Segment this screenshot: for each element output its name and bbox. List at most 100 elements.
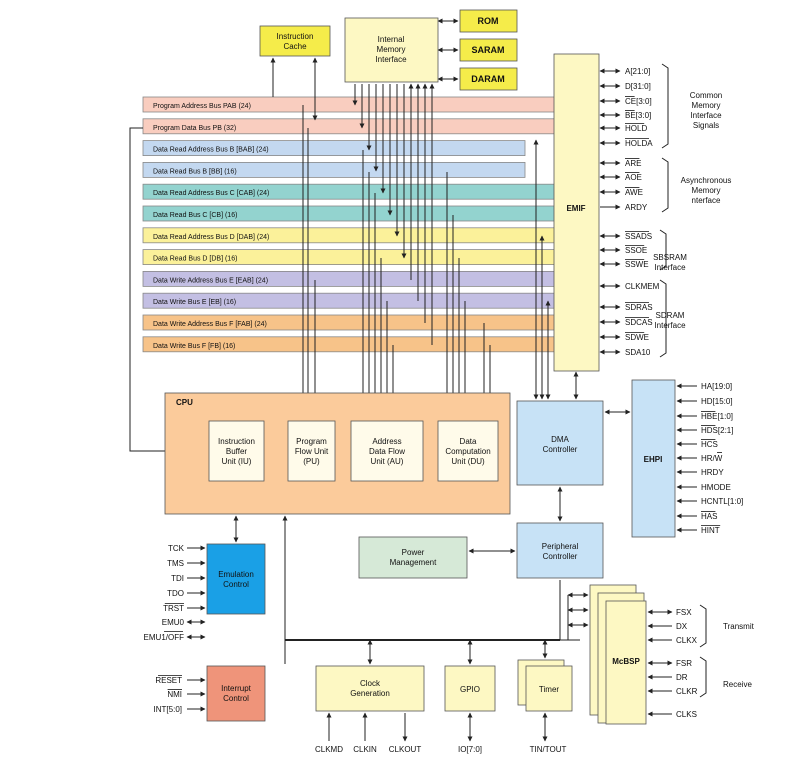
cpu-unit-label-3: Computation [445, 447, 490, 456]
ehpi-signal-5: HR/W [701, 454, 723, 463]
rom-box [459, 9, 518, 33]
cpu-unit-label-2: Data Flow [369, 447, 405, 456]
emif-signal-17: SDA10 [625, 348, 651, 357]
mcbsp-tx-0: FSX [676, 608, 692, 617]
emulation-control-label: Emulation [218, 570, 254, 579]
emif-signal-13: CLKMEM [625, 282, 660, 291]
dma-label: Controller [543, 445, 578, 454]
bus-label-10: Data Write Address Bus F [FAB] (24) [153, 321, 267, 328]
instruction-cache-label: Cache [283, 42, 307, 51]
power-management-label: Power [402, 548, 425, 557]
bus-label-3: Data Read Bus B [BB] (16) [153, 168, 237, 175]
ehpi-signal-10: HINT [701, 526, 720, 535]
ehpi-signal-2: HBE[1:0] [701, 412, 733, 421]
clock-signal-0: CLKMD [315, 745, 343, 754]
cpu-unit-label-0: Unit (IU) [222, 457, 252, 466]
emif-signal-2: CE[3:0] [625, 97, 652, 106]
cpu-unit-label-1: (PU) [303, 457, 320, 466]
cpu-unit-2 [350, 420, 424, 482]
ehpi-signal-4: HCS [701, 440, 718, 449]
group-brace [659, 229, 667, 271]
peripheral-controller-label: Peripheral [542, 542, 579, 551]
bus-label-0: Program Address Bus PAB (24) [153, 103, 251, 110]
interrupt-control-label: Control [223, 694, 249, 703]
cpu-unit-1 [287, 420, 336, 482]
bus-label-7: Data Read Bus D [DB] (16) [153, 256, 237, 263]
timer-label: Timer [539, 685, 559, 694]
dma-label: DMA [551, 435, 569, 444]
gpio-label: GPIO [460, 685, 480, 694]
mcbsp-clks: CLKS [676, 710, 697, 719]
clock-signal-2: CLKOUT [389, 745, 422, 754]
group-brace [661, 63, 669, 149]
mcbsp-tx-2: CLKX [676, 636, 698, 645]
timer-box [525, 665, 573, 712]
emif-group-label-0: Signals [693, 121, 719, 130]
group-brace [699, 656, 707, 698]
bus-label-8: Data Write Address Bus E [EAB] (24) [153, 277, 268, 284]
emif-signal-0: A[21:0] [625, 67, 650, 76]
internal-memory-interface-box [344, 17, 439, 83]
emif-group-label-0: Common [690, 91, 722, 100]
emif-group-label-2: SBSRAM [653, 253, 687, 262]
cpu-unit-label-2: Unit (AU) [371, 457, 404, 466]
interrupt-signal-2: INT[5:0] [154, 705, 182, 714]
rom-label: ROM [478, 16, 499, 26]
bus-2 [142, 140, 526, 157]
bus-label-6: Data Read Address Bus D [DAB] (24) [153, 234, 269, 241]
emif-signal-11: SSOE [625, 246, 647, 255]
internal-memory-interface-label: Internal [378, 35, 405, 44]
ehpi-signal-3: HDS[2:1] [701, 426, 733, 435]
internal-memory-interface-label: Memory [377, 45, 406, 54]
bus-label-1: Program Data Bus PB (32) [153, 125, 236, 132]
emif-signal-14: SDRAS [625, 303, 653, 312]
interrupt-signal-0: RESET [155, 676, 182, 685]
emif-signal-5: HOLDA [625, 139, 653, 148]
emif-signal-1: D[31:0] [625, 82, 651, 91]
emif-group-label-1: Asynchronous [681, 176, 732, 185]
bus-label-4: Data Read Address Bus C [CAB] (24) [153, 190, 269, 197]
emif-group-label-1: Memory [692, 186, 721, 195]
ehpi-label: EHPI [644, 455, 663, 464]
bus-label-5: Data Read Bus C [CB] (16) [153, 212, 237, 219]
cpu-unit-label-1: Program [296, 437, 327, 446]
emulation-control-label: Control [223, 580, 249, 589]
emulation-signal-4: TRST [163, 604, 184, 613]
emif-signal-9: ARDY [625, 203, 648, 212]
peripheral-controller-label: Controller [543, 552, 578, 561]
emif-signal-16: SDWE [625, 333, 649, 342]
gpio-box [444, 665, 496, 712]
emulation-signal-0: TCK [168, 544, 185, 553]
emif-signal-12: SSWE [625, 260, 649, 269]
daram-label: DARAM [471, 74, 505, 84]
emif-signal-6: ARE [625, 159, 641, 168]
peripheral-controller-box [516, 522, 604, 579]
mcbsp-rx-2: CLKR [676, 687, 698, 696]
interrupt-control-label: Interrupt [221, 684, 252, 693]
mcbsp-tx-1: DX [676, 622, 688, 631]
emif-signal-8: AWE [625, 188, 643, 197]
interrupt-signal-1: NMI [167, 690, 182, 699]
emif-signal-7: AOE [625, 173, 642, 182]
saram-label: SARAM [472, 45, 505, 55]
cpu-title: CPU [176, 398, 193, 407]
mcbsp-rx-1: DR [676, 673, 688, 682]
instruction-cache-box [259, 25, 331, 57]
ehpi-signal-8: HCNTL[1:0] [701, 497, 743, 506]
mcbsp-label: McBSP [612, 657, 640, 666]
power-management-box [358, 536, 468, 579]
cpu-unit-label-0: Instruction [218, 437, 255, 446]
interrupt-control-box [206, 665, 266, 722]
emif-signal-15: SDCAS [625, 318, 653, 327]
emulation-signal-2: TDI [171, 574, 184, 583]
daram-box [459, 67, 518, 91]
emulation-control-box [206, 543, 266, 615]
emulation-signal-6: EMU1/OFF [144, 633, 185, 642]
group-brace [699, 604, 707, 648]
mcbsp-receive-label: Receive [723, 680, 752, 689]
emif-signal-3: BE[3:0] [625, 111, 651, 120]
emulation-signal-5: EMU0 [162, 618, 185, 627]
timer-signal: TIN/TOUT [530, 745, 567, 754]
ehpi-signal-0: HA[19:0] [701, 382, 732, 391]
